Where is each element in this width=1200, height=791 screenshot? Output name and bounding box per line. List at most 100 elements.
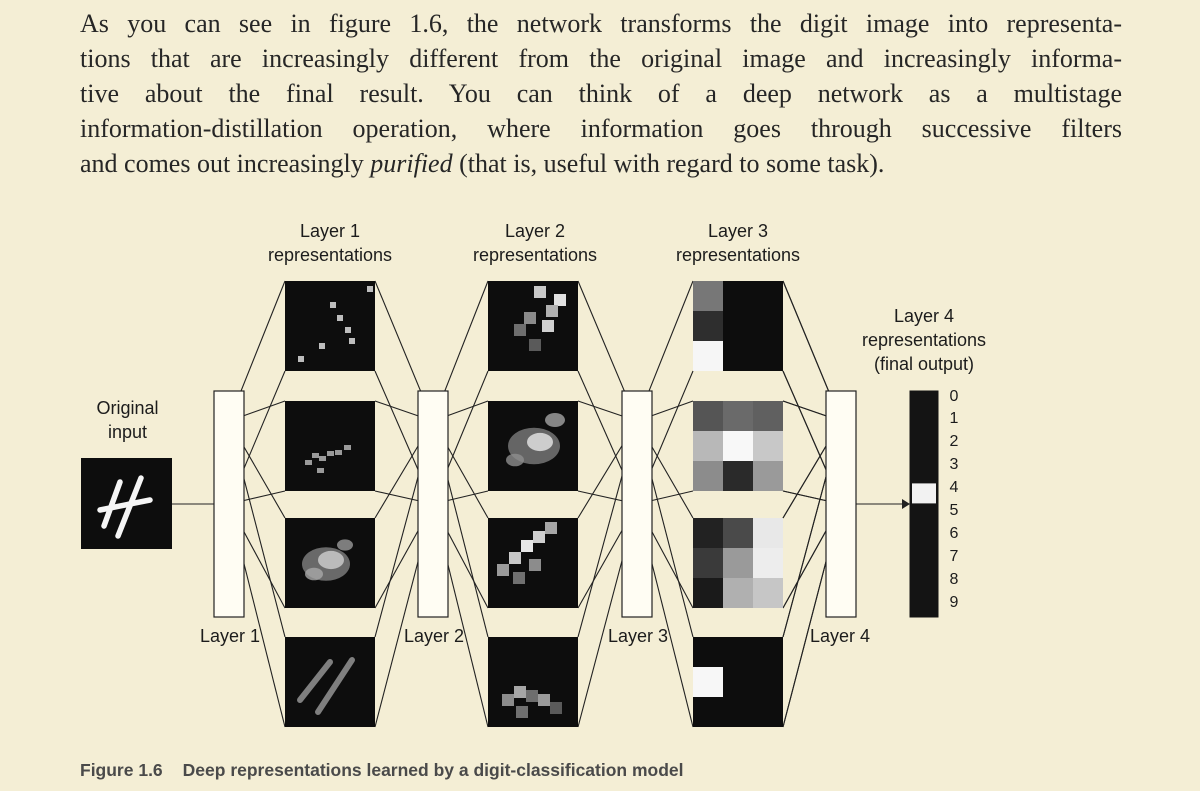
feature-pixel: [516, 706, 528, 718]
feature-cell: [693, 578, 723, 608]
feature-cell: [693, 341, 723, 371]
layer2-representation-4: [488, 637, 578, 727]
layer-3-box: [621, 390, 653, 618]
output-class-7: 7: [949, 548, 959, 565]
layer1-header-line-1: Layer 1: [299, 221, 361, 241]
feature-pixel: [502, 694, 514, 706]
feature-cell: [753, 548, 783, 578]
output-class-0: 0: [949, 388, 959, 405]
output-class-6: 6: [949, 525, 959, 542]
feature-pixel: [298, 356, 304, 362]
feature-blob: [318, 550, 344, 570]
feature-cell: [723, 518, 753, 548]
figure-number: Figure 1.6: [80, 760, 163, 780]
feature-stroke: [297, 657, 355, 715]
layer-4-box: [825, 390, 857, 618]
original-input-label: Original input: [80, 396, 175, 444]
feature-pixel: [546, 305, 558, 317]
output-class-1: 1: [949, 410, 959, 427]
feature-cell: [723, 431, 753, 461]
layer3-representations-header: Layer 3 representations: [658, 219, 818, 267]
body-paragraph: As you can see in figure 1.6, the networ…: [80, 6, 1122, 181]
layer1-representations-header: Layer 1 representations: [250, 219, 410, 267]
feature-cell: [693, 431, 723, 461]
feature-pixel: [538, 694, 550, 706]
feature-cell: [723, 578, 753, 608]
feature-pixel: [345, 327, 351, 333]
output-highlight-cell: [912, 483, 936, 504]
feature-pixel: [526, 690, 538, 702]
feature-pixel: [330, 302, 336, 308]
layer3-header-line-2: representations: [675, 245, 801, 265]
feature-pixel: [542, 320, 554, 332]
feature-pixel: [344, 445, 351, 450]
layer1-header-line-2: representations: [267, 245, 393, 265]
feature-cell: [753, 578, 783, 608]
feature-blob: [305, 567, 323, 581]
layer4-header-line-2: representations: [861, 330, 987, 350]
paragraph-line-5: and comes out increasingly purified (tha…: [80, 146, 1122, 181]
layer-2-box: [417, 390, 449, 618]
feature-pixel: [514, 686, 526, 698]
output-class-4: 4: [949, 479, 959, 496]
feature-pixel: [317, 468, 324, 473]
output-class-2: 2: [949, 433, 959, 450]
feature-pixel: [533, 531, 545, 543]
feature-pixel: [349, 338, 355, 344]
arrow-head-icon: [902, 499, 910, 509]
feature-cell: [693, 667, 723, 697]
feature-cell: [723, 401, 753, 431]
layer4-header-line-1: Layer 4: [893, 306, 955, 326]
original-input-label-line-1: Original: [96, 398, 159, 418]
feature-pixel: [319, 343, 325, 349]
paragraph-line-5-start: and comes out increasingly: [80, 149, 371, 178]
input-digit-stroke: [97, 497, 153, 513]
layer-1-box: [213, 390, 245, 618]
layer2-header-line-2: representations: [472, 245, 598, 265]
layer2-header-line-1: Layer 2: [504, 221, 566, 241]
feature-blob: [506, 453, 524, 467]
feature-cell: [723, 461, 753, 491]
feature-pixel: [514, 324, 526, 336]
paragraph-line-5-end: (that is, useful with regard to some tas…: [452, 149, 885, 178]
emphasized-word: purified: [370, 149, 453, 178]
layer1-representation-4: [285, 637, 375, 727]
feature-blob: [527, 432, 553, 452]
output-class-3: 3: [949, 456, 959, 473]
output-class-5: 5: [949, 502, 959, 519]
feature-pixel: [513, 572, 525, 584]
feature-cell: [753, 401, 783, 431]
feature-pixel: [497, 564, 509, 576]
layer4-header-line-3: (final output): [873, 354, 975, 374]
original-input-label-line-2: input: [107, 422, 148, 442]
feature-cell: [693, 518, 723, 548]
output-vector-bar: [909, 390, 939, 618]
output-class-8: 8: [949, 571, 959, 588]
layer4-representations-header: Layer 4 representations (final output): [844, 304, 1004, 376]
layer3-header-line-1: Layer 3: [707, 221, 769, 241]
feature-pixel: [335, 450, 342, 455]
layer-1-label: Layer 1: [199, 626, 261, 646]
feature-cell: [723, 548, 753, 578]
layer-4-label: Layer 4: [809, 626, 871, 646]
feature-pixel: [521, 540, 533, 552]
feature-pixel: [524, 312, 536, 324]
feature-pixel: [529, 339, 541, 351]
feature-pixel: [319, 456, 326, 461]
feature-cell: [753, 461, 783, 491]
feature-pixel: [529, 559, 541, 571]
feature-pixel: [554, 294, 566, 306]
input-digit-stroke: [101, 479, 123, 529]
input-digit-stroke: [115, 475, 144, 539]
feature-cell: [753, 431, 783, 461]
feature-pixel: [327, 451, 334, 456]
feature-pixel: [367, 286, 373, 292]
feature-cell: [753, 518, 783, 548]
feature-cell: [693, 461, 723, 491]
feature-pixel: [534, 286, 546, 298]
feature-pixel: [312, 453, 319, 458]
feature-pixel: [550, 702, 562, 714]
feature-cell: [693, 548, 723, 578]
